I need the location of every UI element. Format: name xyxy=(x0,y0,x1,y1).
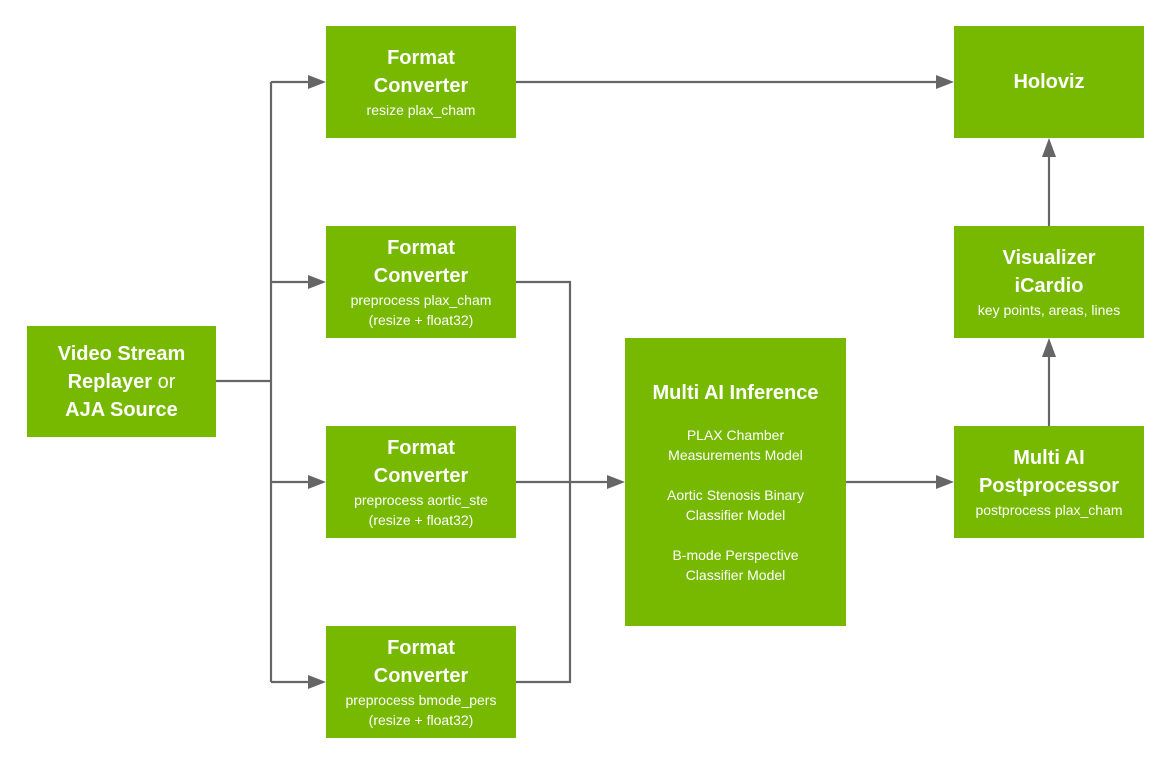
format-converter-1-line-2: Converter xyxy=(373,75,469,97)
format-converter-3-sub-1: preprocess aortic_ste xyxy=(354,492,488,508)
format-converter-4-sub-2: (resize + float32) xyxy=(368,712,474,728)
arrow-into-inference xyxy=(607,475,625,489)
format-converter-2-line-2: Converter xyxy=(373,265,469,287)
video-stream-source-node: Video Stream Replayer or AJA Source xyxy=(27,326,216,437)
source-line-3: AJA Source xyxy=(65,398,178,421)
format-converter-2-sub-2: (resize + float32) xyxy=(368,312,474,328)
format-converter-1-node: Format Converter resize plax_cham xyxy=(326,26,516,138)
format-converter-1-line-1: Format xyxy=(387,47,455,69)
visualizer-icardio-node: Visualizer iCardio key points, areas, li… xyxy=(954,226,1144,338)
format-converter-1-sub: resize plax_cham xyxy=(366,102,476,118)
format-converter-3-line-1: Format xyxy=(387,437,455,459)
inference-model-2-line-1: Aortic Stenosis Binary xyxy=(667,487,804,503)
connector-format-converter-2-out xyxy=(516,280,572,482)
visualizer-line-1: Visualizer xyxy=(1002,247,1096,269)
inference-model-item: Aortic Stenosis Binary Classifier Model xyxy=(667,485,804,525)
visualizer-sub: key points, areas, lines xyxy=(977,302,1121,318)
holoviz-title: Holoviz xyxy=(1013,71,1085,93)
inference-model-1-line-2: Measurements Model xyxy=(668,447,803,463)
holoviz-node: Holoviz xyxy=(954,26,1144,138)
format-converter-2-node: Format Converter preprocess plax_cham (r… xyxy=(326,226,516,338)
connector-format-converter-4-out xyxy=(516,482,572,684)
format-converter-2-sub-1: preprocess plax_cham xyxy=(350,292,492,308)
format-converter-2-line-1: Format xyxy=(387,237,455,259)
inference-model-item: B-mode Perspective Classifier Model xyxy=(667,545,804,585)
arrow-into-format-converter-4 xyxy=(308,675,326,689)
arrow-into-visualizer xyxy=(1042,338,1056,357)
arrow-into-holoviz xyxy=(936,75,954,89)
inference-model-2-line-2: Classifier Model xyxy=(685,507,786,523)
multi-ai-inference-node: Multi AI Inference PLAX Chamber Measurem… xyxy=(625,338,846,626)
arrow-into-postprocessor xyxy=(936,475,954,489)
arrow-into-format-converter-1 xyxy=(308,75,326,89)
source-line-1: Video Stream xyxy=(57,342,186,365)
format-converter-3-sub-2: (resize + float32) xyxy=(368,512,474,528)
arrow-into-format-converter-2 xyxy=(308,275,326,289)
inference-model-3-line-1: B-mode Perspective xyxy=(672,547,799,563)
format-converter-3-line-2: Converter xyxy=(373,465,469,487)
postprocessor-line-1: Multi AI xyxy=(1013,447,1085,469)
arrow-into-format-converter-3 xyxy=(308,475,326,489)
inference-model-item: PLAX Chamber Measurements Model xyxy=(667,425,804,465)
arrow-into-holoviz-from-visualizer xyxy=(1042,138,1056,157)
source-line-2-bold: Replayer xyxy=(67,370,153,393)
inference-model-1-line-1: PLAX Chamber xyxy=(686,427,785,443)
postprocessor-sub: postprocess plax_cham xyxy=(975,502,1123,518)
format-converter-4-node: Format Converter preprocess bmode_pers (… xyxy=(326,626,516,738)
multi-ai-postprocessor-node: Multi AI Postprocessor postprocess plax_… xyxy=(954,426,1144,538)
visualizer-line-2: iCardio xyxy=(1014,275,1084,297)
format-converter-4-line-1: Format xyxy=(387,637,455,659)
format-converter-4-sub-1: preprocess bmode_pers xyxy=(345,692,497,708)
postprocessor-line-2: Postprocessor xyxy=(978,475,1120,497)
inference-title: Multi AI Inference xyxy=(652,382,819,404)
source-line-2: Replayer or xyxy=(68,368,176,396)
source-line-2-normal: or xyxy=(152,370,176,393)
format-converter-3-node: Format Converter preprocess aortic_ste (… xyxy=(326,426,516,538)
inference-model-list: PLAX Chamber Measurements Model Aortic S… xyxy=(667,425,804,605)
format-converter-4-line-2: Converter xyxy=(373,665,469,687)
inference-model-3-line-2: Classifier Model xyxy=(685,567,786,583)
